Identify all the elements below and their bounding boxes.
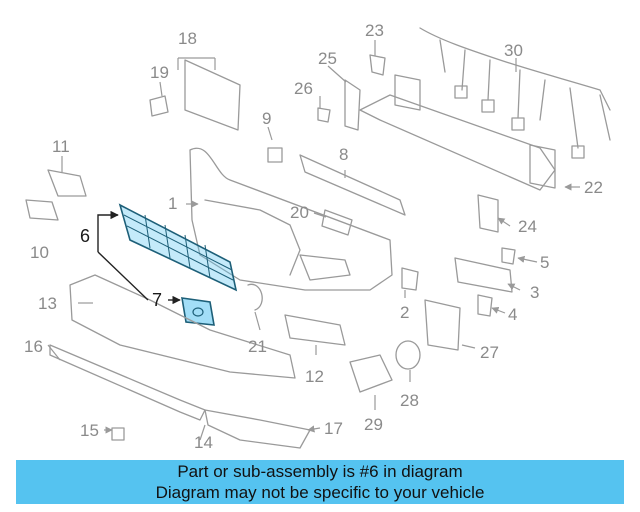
callout-9: 9	[262, 109, 271, 128]
callout-5: 5	[540, 253, 549, 272]
banner-line-disclaimer: Diagram may not be specific to your vehi…	[155, 483, 485, 502]
callout-20: 20	[290, 203, 309, 222]
callout-29: 29	[364, 415, 383, 434]
callout-17: 17	[324, 419, 343, 438]
callout-15: 15	[80, 421, 99, 440]
highlight-leaders	[97, 210, 181, 305]
molding-strip-part	[49, 344, 206, 421]
callout-27: 27	[480, 343, 499, 362]
diagram-note-banner: Part or sub-assembly is #6 in diagram Di…	[16, 460, 624, 504]
callout-16: 16	[24, 337, 43, 356]
callout-26: 26	[294, 79, 313, 98]
leader-lines	[47, 40, 580, 441]
wiring-harness-part	[419, 27, 611, 159]
callout-6: 6	[80, 226, 90, 246]
callout-7: 7	[152, 290, 162, 310]
emblem-part-highlighted	[181, 297, 215, 326]
side-trim-part	[204, 409, 311, 449]
reinforcement-bar-part	[359, 74, 556, 191]
callout-21: 21	[248, 337, 267, 356]
callout-19: 19	[150, 63, 169, 82]
lower-spoiler-part	[69, 274, 296, 379]
callout-24: 24	[518, 217, 537, 236]
callout-10: 10	[30, 243, 49, 262]
callout-22: 22	[584, 178, 603, 197]
callout-3: 3	[530, 283, 539, 302]
parts-diagram: 1 2 3 4 5 6 7 8 9 10 11 12 13 14 15 16 1…	[24, 21, 611, 452]
callout-28: 28	[400, 391, 419, 410]
callout-11: 11	[52, 137, 70, 156]
callout-14: 14	[194, 433, 213, 452]
misc-small-parts	[25, 54, 516, 441]
callout-2: 2	[400, 303, 409, 322]
grille-part-highlighted	[118, 203, 238, 292]
callout-18: 18	[178, 29, 197, 48]
callout-13: 13	[38, 294, 57, 313]
callout-1: 1	[168, 194, 177, 213]
banner-line-part-number: Part or sub-assembly is #6 in diagram	[177, 462, 463, 481]
callout-23: 23	[365, 21, 384, 40]
callout-12: 12	[305, 367, 324, 386]
callout-30: 30	[504, 41, 523, 60]
callout-8: 8	[339, 145, 348, 164]
bumper-cover-part	[189, 147, 393, 291]
callout-25: 25	[318, 49, 337, 68]
callout-4: 4	[508, 305, 517, 324]
callout-labels: 1 2 3 4 5 6 7 8 9 10 11 12 13 14 15 16 1…	[24, 21, 603, 452]
